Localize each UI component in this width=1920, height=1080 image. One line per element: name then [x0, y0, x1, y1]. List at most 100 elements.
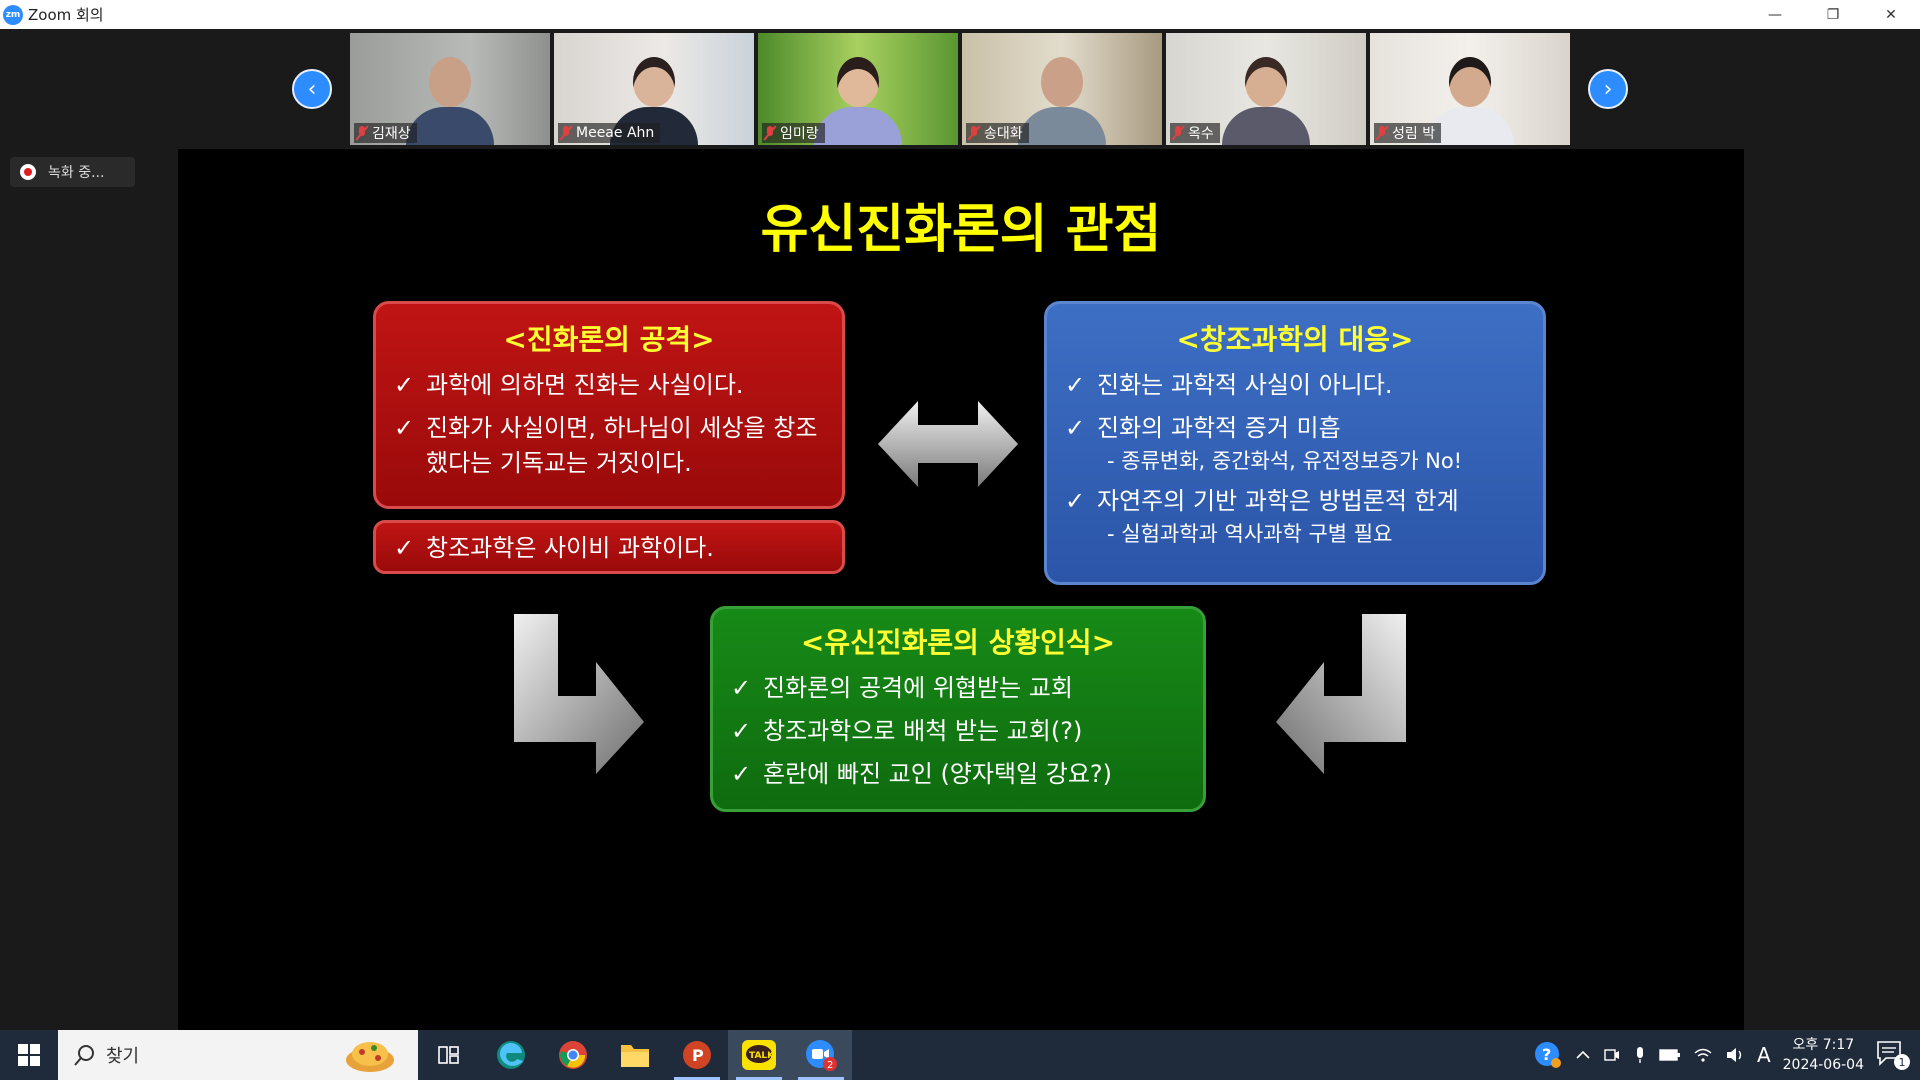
kakaotalk-icon: TALK — [742, 1040, 776, 1070]
search-icon — [74, 1045, 94, 1066]
participant-name: 임미랑 — [780, 126, 819, 142]
notification-button[interactable]: 1 — [1876, 1040, 1910, 1070]
zoom-icon: 2 — [806, 1040, 837, 1071]
mic-muted-icon — [968, 126, 980, 140]
attack-extra-box: ✓ 창조과학은 사이비 과학이다. — [373, 520, 845, 574]
notification-icon — [1877, 1041, 1901, 1066]
participant-name: 김재상 — [372, 126, 411, 142]
attack-item: ✓ 창조과학은 사이비 과학이다. — [394, 531, 824, 566]
participant-video — [406, 57, 494, 145]
participant-tile[interactable]: Meeae Ahn — [554, 33, 754, 145]
taskbar-search[interactable]: 찾기 — [58, 1030, 418, 1080]
taskbar-powerpoint[interactable]: P — [666, 1030, 728, 1080]
windows-taskbar: 찾기 P TALK — [0, 1030, 1920, 1080]
situation-box: <유신진화론의 상황인식> ✓ 진화론의 공격에 위협받는 교회 ✓ 창조과학으… — [710, 606, 1206, 812]
powerpoint-icon: P — [683, 1041, 711, 1069]
participant-name: 송대화 — [984, 126, 1023, 142]
situation-heading: <유신진화론의 상황인식> — [800, 626, 1116, 659]
situation-item: ✓ 혼란에 빠진 교인 (양자택일 강요?) — [731, 757, 1185, 792]
windows-logo-icon — [18, 1044, 40, 1066]
chevron-up-icon[interactable] — [1575, 1047, 1591, 1063]
taskbar-file-explorer[interactable] — [604, 1030, 666, 1080]
participant-name-label: Meeae Ahn — [558, 123, 661, 143]
participant-name-label: 성림 박 — [1374, 123, 1442, 143]
response-sub-item: - 종류변화, 중간화석, 유전정보증가 No! — [1107, 448, 1463, 473]
window-title: Zoom 회의 — [28, 6, 104, 24]
minimize-button[interactable]: — — [1768, 6, 1782, 23]
restore-button[interactable]: ❐ — [1826, 6, 1840, 23]
participant-tile[interactable]: 송대화 — [962, 33, 1162, 145]
folder-icon — [621, 1045, 649, 1067]
battery-icon[interactable] — [1659, 1048, 1681, 1062]
chrome-icon — [559, 1041, 587, 1069]
search-placeholder: 찾기 — [106, 1046, 140, 1067]
taskbar-kakaotalk[interactable]: TALK — [728, 1030, 790, 1080]
help-icon[interactable]: ? — [1533, 1040, 1563, 1070]
attack-item: ✓ 진화가 사실이면, 하나님이 세상을 창조했다는 기독교는 거짓이다. — [394, 411, 824, 481]
zoom-logo-icon: zm — [3, 4, 23, 25]
mic-muted-icon — [1376, 126, 1388, 140]
clock-date: 2024-06-04 — [1782, 1057, 1864, 1073]
check-icon: ✓ — [1065, 487, 1086, 516]
situation-item: ✓ 창조과학으로 배척 받는 교회(?) — [731, 714, 1185, 749]
wifi-icon[interactable] — [1693, 1047, 1713, 1063]
participant-name: 성림 박 — [1392, 126, 1436, 142]
participant-tile[interactable]: 임미랑 — [758, 33, 958, 145]
ime-indicator[interactable]: A — [1756, 1043, 1771, 1067]
task-view-icon — [438, 1046, 459, 1064]
close-button[interactable]: ✕ — [1885, 6, 1897, 23]
svg-text:P: P — [692, 1046, 704, 1065]
participant-tile[interactable]: 옥수 — [1166, 33, 1366, 145]
participant-tile[interactable]: 성림 박 — [1370, 33, 1570, 145]
gallery-next-button[interactable]: › — [1588, 69, 1628, 109]
taskbar-edge[interactable] — [480, 1030, 542, 1080]
mic-muted-icon — [1172, 126, 1184, 140]
system-tray: ? A 오후 7:17 2024-06-04 — [1533, 1030, 1920, 1080]
participant-name-label: 임미랑 — [762, 123, 825, 143]
check-icon: ✓ — [731, 759, 752, 788]
window-titlebar: zm Zoom 회의 — ❐ ✕ — [0, 0, 1920, 29]
svg-text:2: 2 — [827, 1060, 833, 1071]
recording-indicator[interactable]: 녹화 중... — [10, 157, 135, 187]
participant-tile[interactable]: 김재상 — [350, 33, 550, 145]
volume-icon[interactable] — [1725, 1047, 1745, 1063]
microphone-icon[interactable] — [1633, 1046, 1647, 1064]
participant-name-label: 옥수 — [1170, 123, 1220, 143]
response-sub-item: - 실험과학과 역사과학 구별 필요 — [1107, 521, 1393, 546]
attack-box: <진화론의 공격> ✓ 과학에 의하면 진화는 사실이다. ✓ 진화가 사실이면… — [373, 301, 845, 509]
situation-item: ✓ 진화론의 공격에 위협받는 교회 — [731, 671, 1185, 706]
record-icon — [20, 164, 36, 180]
svg-text:?: ? — [1542, 1045, 1551, 1064]
participant-name: 옥수 — [1188, 126, 1214, 142]
participant-video — [1018, 57, 1106, 145]
response-item: ✓ 진화는 과학적 사실이 아니다. — [1065, 368, 1525, 403]
response-item: ✓ 자연주의 기반 과학은 방법론적 한계 — [1065, 484, 1525, 519]
participant-name-label: 송대화 — [966, 123, 1029, 143]
recording-label: 녹화 중... — [48, 165, 105, 181]
mic-muted-icon — [764, 126, 776, 140]
notification-count: 1 — [1894, 1054, 1910, 1070]
window-controls: — ❐ ✕ — [1746, 0, 1920, 29]
mic-muted-icon — [356, 126, 368, 140]
participant-video — [1222, 57, 1310, 145]
meeting-view: ‹ 김재상 Meeae Ahn 임미랑 — [0, 29, 1920, 1030]
check-icon: ✓ — [394, 371, 415, 399]
check-icon: ✓ — [1065, 413, 1086, 442]
svg-text:TALK: TALK — [749, 1051, 775, 1061]
search-highlight-icon — [346, 1042, 394, 1072]
meet-now-icon[interactable] — [1603, 1046, 1621, 1064]
check-icon: ✓ — [731, 674, 752, 702]
start-button[interactable] — [0, 1030, 58, 1080]
response-item: ✓ 진화의 과학적 증거 미흡 — [1065, 411, 1525, 446]
participant-name-label: 김재상 — [354, 123, 417, 143]
taskbar-chrome[interactable] — [542, 1030, 604, 1080]
task-view-button[interactable] — [418, 1030, 480, 1080]
double-arrow-icon — [878, 401, 1018, 487]
response-heading: <창조과학의 대응> — [1176, 323, 1414, 356]
taskbar-clock[interactable]: 오후 7:17 2024-06-04 — [1783, 1035, 1864, 1075]
taskbar-zoom[interactable]: 2 — [790, 1030, 852, 1080]
bent-arrow-left-icon — [1276, 614, 1406, 774]
bent-arrow-right-icon — [514, 614, 644, 774]
gallery-prev-button[interactable]: ‹ — [292, 69, 332, 109]
slide-title: 유신진화론의 관점 — [760, 200, 1162, 260]
